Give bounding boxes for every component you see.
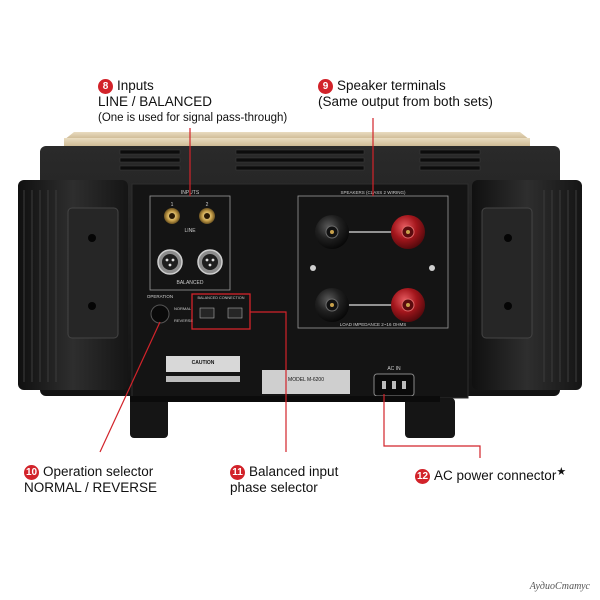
callout-title: Operation selector bbox=[43, 464, 154, 479]
callout-subtitle: (Same output from both sets) bbox=[318, 94, 493, 109]
left-foot bbox=[130, 398, 168, 438]
operation-callout: 10 Operation selector NORMAL / REVERSE bbox=[24, 464, 157, 496]
line-label: LINE bbox=[184, 228, 196, 234]
ac-inlet-section: AC IN bbox=[373, 366, 415, 397]
watermark: АудиоСтатус bbox=[529, 581, 590, 592]
ac-callout: 12 AC power connector★ bbox=[415, 464, 566, 484]
callout-title: Inputs bbox=[117, 78, 154, 93]
operation-selector-knob[interactable] bbox=[150, 304, 170, 324]
callout-title: AC power connector bbox=[434, 468, 557, 483]
speakers-callout: 9 Speaker terminals (Same output from bot… bbox=[318, 78, 493, 110]
callout-title: Speaker terminals bbox=[337, 78, 446, 93]
callout-number: 11 bbox=[230, 465, 245, 480]
callout-lines bbox=[99, 118, 481, 458]
channel-2-label: 2 bbox=[206, 202, 209, 208]
right-foot bbox=[405, 398, 455, 438]
phase-switch-2[interactable] bbox=[227, 307, 243, 319]
model-text: MODEL M-6200 bbox=[288, 377, 324, 383]
speaker-terminals-section: SPEAKERS (CLASS 2 WIRING) LOAD IMPEDANCE… bbox=[297, 190, 449, 329]
right-heatsink bbox=[472, 180, 582, 390]
callout-subtitle: LINE / BALANCED bbox=[98, 94, 213, 109]
callout-title: Balanced input bbox=[249, 464, 339, 479]
top-heatsink-fins bbox=[119, 149, 481, 171]
balanced-callout: 11 Balanced input phase selector bbox=[230, 464, 338, 496]
callout-number: 8 bbox=[98, 79, 113, 94]
star-icon: ★ bbox=[556, 466, 567, 478]
channel-1-label: 1 bbox=[171, 202, 174, 208]
operation-selector-section: OPERATION NORMAL REVERSE bbox=[147, 294, 193, 324]
phase-switch-1[interactable] bbox=[199, 307, 215, 319]
normal-panel-label: NORMAL bbox=[174, 306, 192, 311]
load-impedance-label: LOAD IMPEDANCE 2~16 OHMS bbox=[340, 322, 406, 327]
top-cover-edge bbox=[64, 138, 530, 148]
caution-text: CAUTION bbox=[192, 360, 215, 366]
callout-subtitle: phase selector bbox=[230, 480, 318, 495]
inputs-callout: 8 Inputs LINE / BALANCED (One is used for… bbox=[98, 78, 287, 126]
callout-subtitle: NORMAL / REVERSE bbox=[24, 480, 158, 495]
balanced-label: BALANCED bbox=[177, 280, 204, 286]
callout-note: (One is used for signal pass-through) bbox=[98, 112, 288, 124]
balanced-connection-label: BALANCED CONNECTION bbox=[197, 296, 244, 300]
left-heatsink bbox=[18, 180, 128, 390]
operation-panel-label: OPERATION bbox=[147, 294, 173, 299]
reverse-panel-label: REVERSE bbox=[174, 318, 193, 323]
ac-in-label: AC IN bbox=[387, 366, 401, 372]
callout-number: 10 bbox=[24, 465, 39, 480]
caution-label: CAUTION bbox=[166, 356, 240, 382]
callout-number: 12 bbox=[415, 469, 430, 484]
callout-number: 9 bbox=[318, 79, 333, 94]
model-plate: MODEL M-6200 bbox=[262, 370, 350, 394]
